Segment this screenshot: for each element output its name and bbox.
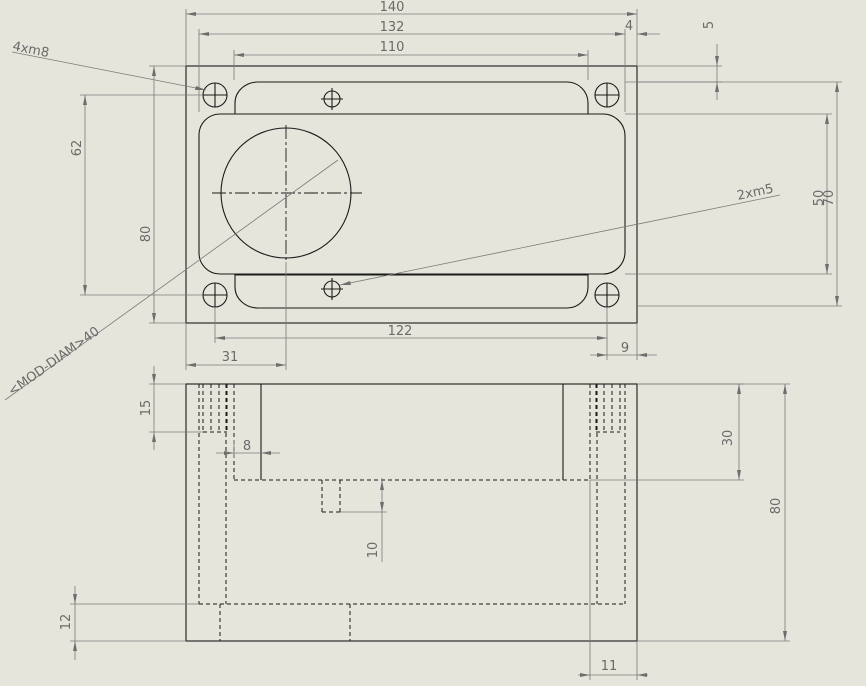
dim-label-80-top: 80 [139,226,154,243]
dim-label-15: 15 [139,400,154,417]
lower-slot-outline [234,274,589,309]
top-view-dimension-lines [4,9,842,401]
leader-circle [4,159,339,401]
dim-label-11: 11 [601,659,618,674]
dim-label-8: 8 [243,439,251,454]
dim-label-5: 5 [702,21,717,29]
dim-label-62: 62 [70,140,85,157]
corner-hole-br [594,282,620,308]
dim-label-140: 140 [380,0,405,15]
dim-label-4: 4 [625,19,633,34]
callout-side-holes: 2xm5 [736,182,775,204]
corner-hole-tl [202,82,228,108]
small-hole-bottom [321,278,343,300]
dim-label-50: 50 [812,190,827,207]
small-hole-top [321,88,343,110]
front-view-outline [185,383,638,642]
front-view-dimension-lines [70,366,790,680]
dim-label-10: 10 [366,542,381,559]
corner-hole-tr [594,82,620,108]
leader-side-holes [339,194,781,286]
dimension-labels: 140 132 4 110 5 80 62 50 70 122 31 9 4xm… [6,0,837,674]
corner-hole-bl [202,282,228,308]
hidden-lines [198,384,626,641]
leader-corner-holes [11,51,207,91]
front-view [185,383,638,642]
inner-pocket-outline [198,113,626,275]
dim-label-80-front: 80 [769,498,784,515]
top-view [185,65,638,324]
dim-label-12: 12 [59,614,74,631]
callout-circle: <MOD-DIAM>40 [6,324,103,399]
dim-label-70: 70 [822,190,837,207]
top-view-outline [185,65,638,324]
dim-label-9: 9 [621,341,629,356]
dim-label-31: 31 [222,350,239,365]
dim-label-110: 110 [380,40,405,55]
dim-label-132: 132 [380,20,405,35]
upper-slot-outline [234,81,589,115]
dim-label-30: 30 [721,430,736,447]
dim-label-122: 122 [388,324,413,339]
callout-corner-holes: 4xm8 [11,39,50,61]
